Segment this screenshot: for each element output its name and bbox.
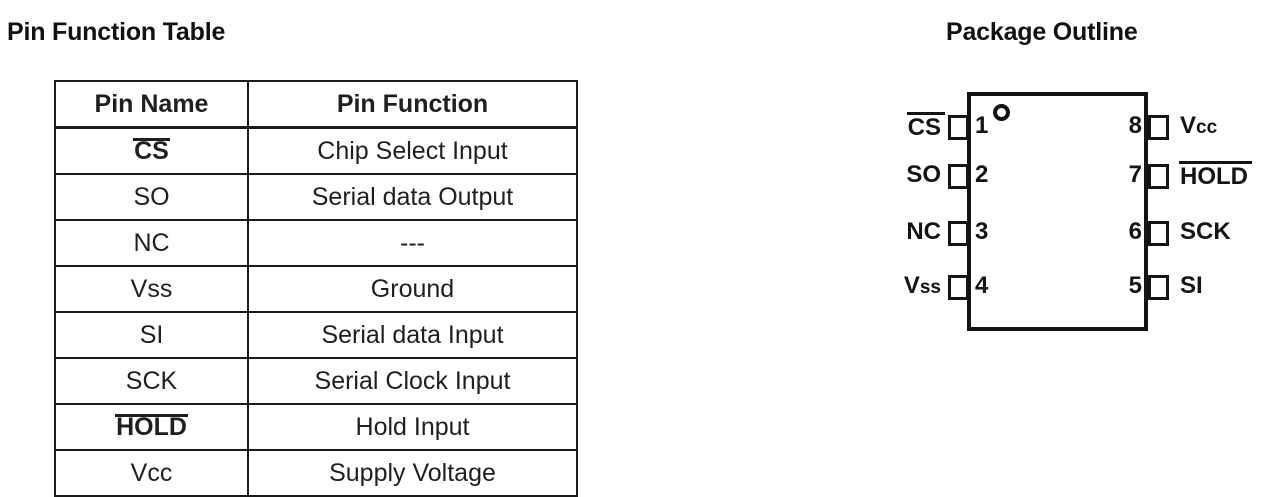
table-row: HOLD Hold Input: [54, 403, 578, 451]
pin-name: Vcc: [130, 458, 173, 487]
pin-tab-1: [948, 115, 969, 140]
pin-name: Vss: [130, 274, 173, 303]
cell-pin-name: SI: [54, 311, 249, 359]
pin-tab-5: [1148, 275, 1169, 300]
cell-pin-function: Chip Select Input: [247, 126, 578, 175]
cell-pin-name: CS: [54, 126, 249, 175]
pin-tab-4: [948, 275, 969, 300]
pin-number-6: 6: [1128, 218, 1142, 245]
pin-name: SO: [133, 182, 170, 211]
pin-label-text: V: [1180, 112, 1197, 139]
pin-label-1: CS: [906, 112, 946, 142]
pin-function-text: Serial Clock Input: [314, 366, 511, 395]
pin-function-text: Chip Select Input: [317, 136, 508, 165]
pin-label-4: Vss: [904, 272, 941, 300]
pin-label-subscript: cc: [1196, 117, 1218, 138]
cell-pin-function: Ground: [247, 265, 578, 313]
chip-body-outline: [967, 92, 1148, 331]
cell-pin-function: Serial data Output: [247, 173, 578, 221]
cell-pin-function: Serial Clock Input: [247, 357, 578, 405]
pin-label-active-low: CS: [906, 112, 946, 141]
column-header-pin-function: Pin Function: [247, 80, 578, 129]
pin-label-text: NC: [906, 218, 941, 245]
cell-pin-name: Vss: [54, 265, 249, 313]
table-row: SO Serial data Output: [54, 173, 578, 221]
pin-function-text: Hold Input: [355, 412, 470, 441]
pin-function-text: Supply Voltage: [329, 458, 496, 487]
pin-tab-7: [1148, 164, 1169, 189]
pin-1-marker-circle-icon: [993, 104, 1010, 121]
pin-number-2: 2: [975, 161, 989, 188]
pin-number-3: 3: [975, 218, 989, 245]
pin-function-text: Serial data Output: [311, 182, 514, 211]
table-header-row: Pin Name Pin Function: [54, 80, 578, 129]
pin-function-table: Pin Name Pin Function CS Chip Select Inpu…: [54, 80, 578, 497]
pin-tab-6: [1148, 221, 1169, 246]
pin-label-3: NC: [906, 218, 941, 246]
pin-label-5: SI: [1180, 272, 1203, 300]
pin-function-text: Ground: [370, 274, 455, 303]
cell-pin-name: SO: [54, 173, 249, 221]
pin-label-2: SO: [906, 161, 941, 189]
pin-function-text: ---: [400, 228, 425, 257]
table-row: SCK Serial Clock Input: [54, 357, 578, 405]
pin-function-table-container: Pin Name Pin Function CS Chip Select Inpu…: [54, 80, 578, 497]
pin-name: SI: [139, 320, 164, 349]
pin-number-8: 8: [1128, 112, 1142, 139]
pin-label-text: SCK: [1180, 218, 1231, 245]
table-row: NC ---: [54, 219, 578, 267]
cell-pin-function: Supply Voltage: [247, 449, 578, 497]
pin-label-7: HOLD: [1179, 161, 1252, 191]
cell-pin-name: SCK: [54, 357, 249, 405]
pin-tab-8: [1148, 115, 1169, 140]
pin-name: SCK: [125, 366, 178, 395]
pin-label-6: SCK: [1180, 218, 1231, 246]
cell-pin-name: HOLD: [54, 403, 249, 451]
pin-label-active-low: HOLD: [1179, 161, 1252, 190]
pin-label-text: SI: [1180, 272, 1203, 299]
pin-number-5: 5: [1128, 272, 1142, 299]
page-title-package-outline: Package Outline: [946, 18, 1138, 46]
column-header-pin-name: Pin Name: [54, 80, 249, 129]
pin-number-4: 4: [975, 272, 989, 299]
pin-name-active-low: HOLD: [115, 413, 188, 442]
table-row: Vcc Supply Voltage: [54, 449, 578, 497]
table-row: Vss Ground: [54, 265, 578, 313]
pin-tab-3: [948, 221, 969, 246]
pin-name-active-low: CS: [133, 137, 170, 166]
pin-tab-2: [948, 164, 969, 189]
pin-number-7: 7: [1128, 161, 1142, 188]
cell-pin-function: ---: [247, 219, 578, 267]
cell-pin-function: Serial data Input: [247, 311, 578, 359]
pin-number-1: 1: [975, 112, 989, 139]
pin-name: NC: [133, 228, 170, 257]
pin-function-text: Serial data Input: [321, 320, 504, 349]
pin-label-subscript: ss: [919, 277, 941, 298]
cell-pin-function: Hold Input: [247, 403, 578, 451]
pin-label-text: V: [903, 272, 920, 299]
cell-pin-name: NC: [54, 219, 249, 267]
page-title-pin-function-table: Pin Function Table: [7, 18, 226, 46]
table-row: SI Serial data Input: [54, 311, 578, 359]
table-row: CS Chip Select Input: [54, 126, 578, 175]
pin-label-text: SO: [906, 161, 941, 188]
pin-label-8: Vcc: [1180, 112, 1217, 140]
cell-pin-name: Vcc: [54, 449, 249, 497]
